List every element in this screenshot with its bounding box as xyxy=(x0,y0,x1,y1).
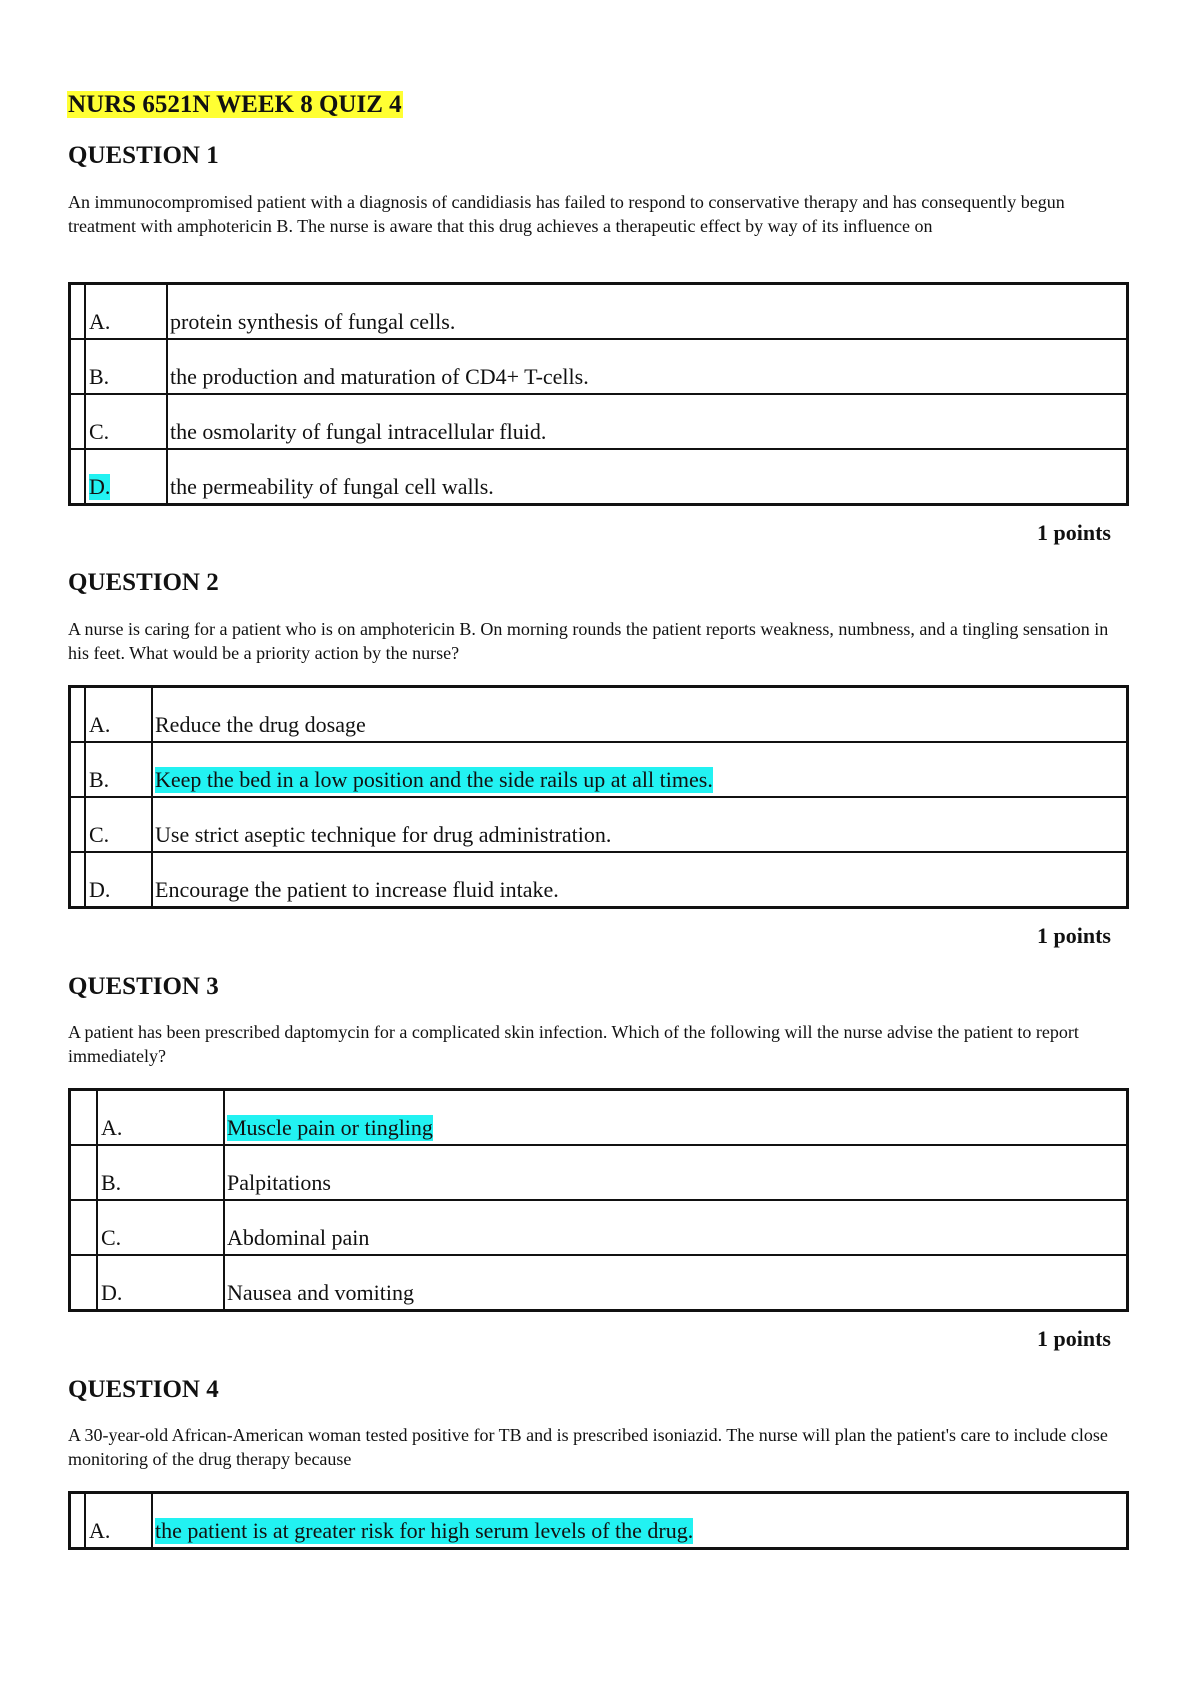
answer-letter: C. xyxy=(89,822,110,847)
answer-letter: A. xyxy=(89,712,111,737)
question-heading: QUESTION 3 xyxy=(68,973,219,1000)
answer-option-d[interactable]: D. Encourage the patient to increase flu… xyxy=(71,851,1126,906)
question-text: An immunocompromised patient with a diag… xyxy=(68,192,1065,236)
answer-text: Encourage the patient to increase fluid … xyxy=(155,877,559,902)
question-heading: QUESTION 2 xyxy=(68,569,219,596)
answer-text: protein synthesis of fungal cells. xyxy=(170,309,456,334)
answer-text: the permeability of fungal cell walls. xyxy=(170,474,494,499)
answer-text-highlighted: Keep the bed in a low position and the s… xyxy=(155,767,713,793)
answer-letter: B. xyxy=(101,1170,122,1195)
answer-letter: A. xyxy=(101,1115,123,1140)
question-text: A 30-year-old African-American woman tes… xyxy=(68,1425,1108,1469)
question-text: A patient has been prescribed daptomycin… xyxy=(68,1022,1079,1066)
answer-option-b[interactable]: B. Keep the bed in a low position and th… xyxy=(71,741,1126,796)
answer-text: Nausea and vomiting xyxy=(227,1280,414,1305)
answer-text-highlighted: Muscle pain or tingling xyxy=(227,1115,433,1141)
question-points: 1 points xyxy=(1037,520,1111,545)
answer-option-c[interactable]: C. Abdominal pain xyxy=(71,1199,1126,1254)
answer-option-a[interactable]: A. Reduce the drug dosage xyxy=(71,688,1126,741)
page-title-text: NURS 6521N WEEK 8 QUIZ 4 xyxy=(67,91,403,118)
answer-option-c[interactable]: C. the osmolarity of fungal intracellula… xyxy=(71,393,1126,448)
answer-option-b[interactable]: B. Palpitations xyxy=(71,1144,1126,1199)
answer-text: Abdominal pain xyxy=(227,1225,370,1250)
page-title: NURS 6521N WEEK 8 QUIZ 4 xyxy=(67,90,403,120)
answer-letter: D. xyxy=(101,1280,123,1305)
answer-letter: C. xyxy=(101,1225,122,1250)
answer-letter: A. xyxy=(89,1518,111,1543)
answer-letter: C. xyxy=(89,419,110,444)
answer-letter: B. xyxy=(89,364,110,389)
answer-option-c[interactable]: C. Use strict aseptic technique for drug… xyxy=(71,796,1126,851)
answer-letter-highlighted: D. xyxy=(89,474,111,500)
answer-letter: D. xyxy=(89,877,111,902)
answer-table: A. Reduce the drug dosage B. Keep the be… xyxy=(68,685,1129,909)
question-heading: QUESTION 1 xyxy=(68,142,219,169)
answer-text: Use strict aseptic technique for drug ad… xyxy=(155,822,612,847)
answer-text: Reduce the drug dosage xyxy=(155,712,366,737)
answer-letter: B. xyxy=(89,767,110,792)
answer-table: A. protein synthesis of fungal cells. B.… xyxy=(68,282,1129,506)
answer-table: A. Muscle pain or tingling B. Palpitatio… xyxy=(68,1088,1129,1312)
answer-text: the production and maturation of CD4+ T-… xyxy=(170,364,589,389)
answer-option-a[interactable]: A. protein synthesis of fungal cells. xyxy=(71,285,1126,338)
answer-option-b[interactable]: B. the production and maturation of CD4+… xyxy=(71,338,1126,393)
question-text: A nurse is caring for a patient who is o… xyxy=(68,619,1109,663)
answer-text-highlighted: the patient is at greater risk for high … xyxy=(155,1518,694,1544)
question-points: 1 points xyxy=(1037,923,1111,948)
answer-letter: A. xyxy=(89,309,111,334)
question-heading: QUESTION 4 xyxy=(68,1376,219,1403)
answer-option-d[interactable]: D. the permeability of fungal cell walls… xyxy=(71,448,1126,503)
answer-text: Palpitations xyxy=(227,1170,331,1195)
answer-text: the osmolarity of fungal intracellular f… xyxy=(170,419,547,444)
answer-option-a[interactable]: A. Muscle pain or tingling xyxy=(71,1091,1126,1144)
answer-option-a[interactable]: A. the patient is at greater risk for hi… xyxy=(71,1494,1126,1547)
answer-table: A. the patient is at greater risk for hi… xyxy=(68,1491,1129,1550)
question-points: 1 points xyxy=(1037,1326,1111,1351)
answer-option-d[interactable]: D. Nausea and vomiting xyxy=(71,1254,1126,1309)
